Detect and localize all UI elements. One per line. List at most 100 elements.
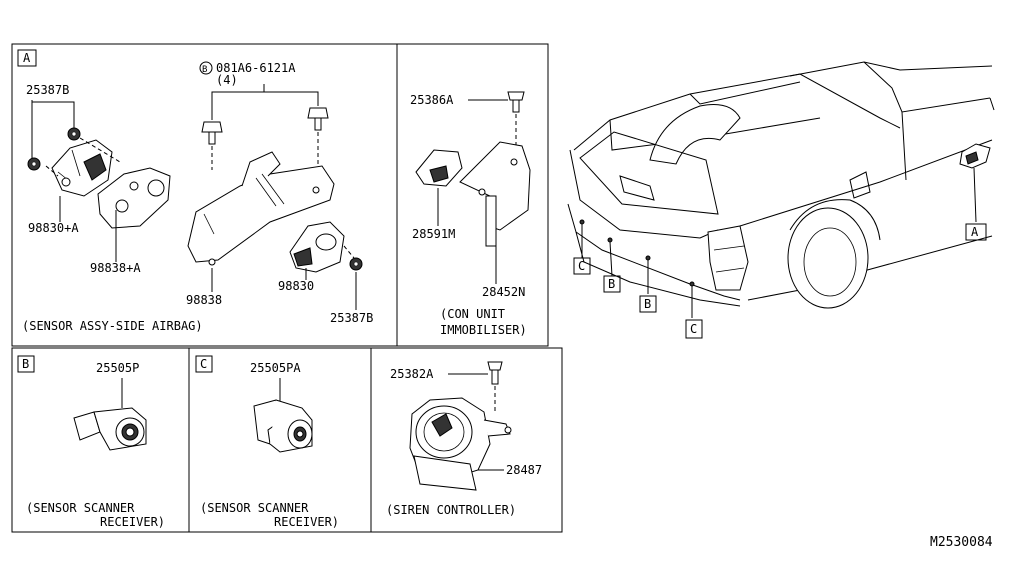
immobiliser-caption-line2: IMMOBILISER) — [440, 323, 527, 337]
label-panel-b-part: 25505P — [96, 361, 139, 375]
panel-siren-caption: (SIREN CONTROLLER) — [386, 503, 516, 517]
truck-sensor-c2 — [689, 281, 695, 287]
panel-side-airbag-sensor: A 25387B 98830+A — [17, 49, 373, 333]
truck-fuel-door — [849, 171, 871, 199]
siren-controller-unit — [409, 397, 512, 491]
truck-tag-b2: B — [644, 297, 651, 311]
truck-sensor-c1 — [579, 219, 585, 225]
truck-tag-a-box — [965, 223, 987, 241]
nut-left-bottom — [27, 157, 41, 171]
panel-siren-controller: 25382A 28487 (SIREN CONTROLLER) — [386, 361, 542, 517]
truck-taillight-lines — [713, 245, 745, 273]
immobiliser-unit — [415, 149, 463, 187]
immobiliser-screw — [507, 91, 525, 113]
truck-tailgate-outer — [569, 149, 719, 239]
leader-truck-a — [973, 167, 977, 223]
bolt-right — [307, 107, 329, 131]
truck-tag-b1: B — [608, 277, 615, 291]
truck-cab-window — [863, 61, 991, 113]
label-bolt-callout: 081A6-6121A — [216, 61, 296, 75]
label-bracket-main: 98838 — [186, 293, 222, 307]
panel-b-tag: B — [22, 357, 29, 371]
bolt-callout-circle — [199, 61, 213, 75]
truck-tailgate-face — [579, 131, 719, 215]
truck-tag-a: A — [971, 225, 979, 239]
label-siren-unit: 28487 — [506, 463, 542, 477]
panel-c-caption-line2: RECEIVER) — [274, 515, 339, 529]
truck-bed-rail — [689, 81, 801, 105]
truck-tag-c2-box — [685, 319, 703, 339]
truck-tailgate-handle — [619, 175, 655, 201]
label-nut-right: 25387B — [330, 311, 373, 325]
truck-bed-inner-front — [609, 117, 821, 151]
truck-sensor-b2 — [645, 255, 651, 261]
leader-bolt-callout — [211, 91, 319, 120]
label-sensor-left: 98830+A — [28, 221, 79, 235]
label-immobiliser-bracket: 28452N — [482, 285, 525, 299]
truck-tag-c1: C — [578, 259, 585, 273]
panel-c-tag: C — [200, 357, 207, 371]
leader-nut-left-b — [32, 101, 75, 128]
panel-sensor-scanner-b: B 25505P (SENSOR SCANNER RECEIVER) — [17, 355, 165, 529]
dash-nut-right — [343, 245, 355, 259]
leader-truck-b1 — [609, 241, 613, 277]
truck-tag-b1-box — [603, 275, 621, 293]
panel-a-caption: (SENSOR ASSY-SIDE AIRBAG) — [22, 319, 203, 333]
truck-tag-c2: C — [690, 322, 697, 336]
nut-right — [349, 257, 363, 271]
label-immobiliser-screw: 25386A — [410, 93, 454, 107]
panel-b-caption-line1: (SENSOR SCANNER — [26, 501, 135, 515]
diagram-id: M2530084 — [930, 535, 993, 550]
scanner-receiver-b — [73, 407, 147, 451]
truck-tag-b2-box — [639, 295, 657, 313]
label-bracket-left: 98838+A — [90, 261, 141, 275]
truck-rear-wheel — [787, 207, 869, 309]
truck-side-upper — [739, 139, 993, 227]
panel-sensor-scanner-c: C 25505PA (SENSOR SCANNER RECEIVER) — [195, 355, 339, 529]
siren-bolt — [487, 361, 503, 385]
label-panel-c-part: 25505PA — [250, 361, 301, 375]
panel-c-tag-box — [195, 355, 213, 373]
bracket-main — [187, 151, 335, 266]
panel-top-frame — [11, 43, 549, 347]
truck-taillight — [707, 225, 749, 291]
label-siren-bolt: 25382A — [390, 367, 434, 381]
truck-bumper-bottom — [575, 231, 741, 307]
truck-sensor-b1 — [607, 237, 613, 243]
panel-bottom-frame — [11, 347, 563, 533]
panel-c-caption-line1: (SENSOR SCANNER — [200, 501, 309, 515]
truck-wheel-arch — [789, 199, 881, 241]
panel-immobiliser: 25386A 28591M 28452N (CON UNIT IMMOBILIS… — [410, 91, 531, 337]
truck-tag-c1-box — [573, 257, 591, 275]
dash-left-nut — [45, 165, 59, 177]
truck-bumper-top — [567, 203, 741, 301]
side-sensor-right — [289, 221, 345, 273]
label-immobiliser-unit: 28591M — [412, 227, 455, 241]
panel-b-caption-line2: RECEIVER) — [100, 515, 165, 529]
truck-rear-wheel-rim — [803, 227, 857, 297]
label-bolt-qty: (4) — [216, 73, 238, 87]
immobiliser-bracket — [459, 141, 531, 247]
panel-a-tag: A — [23, 51, 31, 65]
truck-bed-top — [573, 73, 901, 151]
truck-cab-pillar — [901, 97, 995, 181]
dash-top-nut — [79, 137, 121, 163]
bolt-left — [201, 121, 223, 145]
truck-cab-roof — [789, 61, 993, 77]
truck-rear-illustration: C B B C A — [567, 61, 995, 339]
panel-frames — [11, 43, 563, 533]
bolt-callout-letter: B — [202, 65, 207, 75]
nut-left-top — [67, 127, 81, 141]
scanner-receiver-c — [253, 399, 313, 453]
immobiliser-caption-line1: (CON UNIT — [440, 307, 505, 321]
label-nut-left: 25387B — [26, 83, 69, 97]
side-sensor-left — [51, 139, 113, 197]
panel-a-tag-box — [17, 49, 37, 67]
truck-bed-wheel-hump — [649, 104, 741, 165]
truck-side-lower — [747, 235, 993, 301]
label-sensor-right: 98830 — [278, 279, 314, 293]
panel-b-tag-box — [17, 355, 35, 373]
truck-side-sensor-a — [959, 143, 991, 169]
